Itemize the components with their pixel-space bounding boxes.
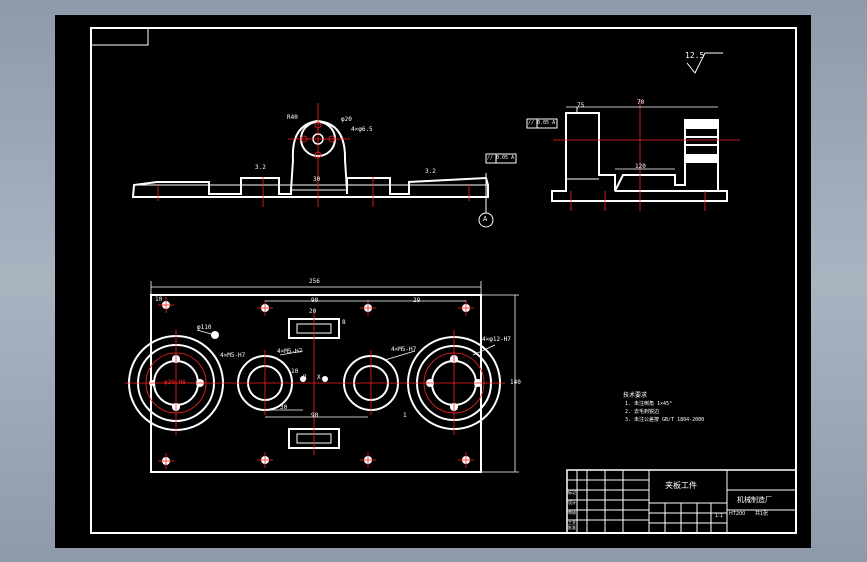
notes-heading: 技术要求 xyxy=(623,392,648,399)
tolerance-front: // 0.05 A xyxy=(487,155,515,161)
title-sheet: 共1张 xyxy=(755,511,769,517)
dim-slope-left: 3.2 xyxy=(255,164,266,171)
dim-center: 30 xyxy=(313,176,321,183)
title-row-3: 工艺 xyxy=(568,520,576,525)
title-part-name: 夹板工件 xyxy=(665,481,697,490)
plan-slot-1: 20 xyxy=(309,308,317,315)
title-row-4: 批准 xyxy=(568,525,576,530)
title-block xyxy=(566,469,797,534)
side-top: 75 xyxy=(577,102,585,109)
dim-top-radius: R40 xyxy=(287,114,298,121)
dim-slope-right: 3.2 xyxy=(425,168,436,175)
datum-label: A xyxy=(483,215,488,223)
notes-line-3: 3. 未注公差按 GB/T 1804-2000 xyxy=(625,417,705,423)
tolerance-frame-side xyxy=(526,118,558,129)
front-view xyxy=(131,119,489,198)
plan-dim-x: X xyxy=(317,374,321,381)
title-material: HT200 xyxy=(729,511,746,517)
corner-box xyxy=(90,27,149,46)
roughness-symbol xyxy=(686,52,723,74)
plan-dim-10: 10 xyxy=(291,368,299,375)
plan-dim-r: R xyxy=(303,374,307,381)
plan-small-bore-2: 4×M5-H7 xyxy=(391,346,417,353)
title-row-1: 设计 xyxy=(568,500,576,505)
plan-overall-length: 256 xyxy=(309,278,320,285)
title-row-2: 审核 xyxy=(568,510,576,515)
notes-line-1: 1. 未注倒角 1×45° xyxy=(625,401,673,407)
roughness-value: 12.5 xyxy=(685,51,705,60)
drawing-sheet xyxy=(90,27,797,534)
plan-bolt-spacing-2: 29 xyxy=(413,297,421,304)
plan-slot-2: 8 xyxy=(342,319,346,326)
plan-large-bore: φ110 xyxy=(197,324,212,331)
dim-hole-dia: φ20 xyxy=(341,116,352,123)
plan-right-bolts: 4×φ12-H7 xyxy=(482,336,511,343)
plan-height: 140 xyxy=(510,379,521,386)
title-unit-name: 机械制造厂 xyxy=(737,496,772,504)
plan-dim-30: 30 xyxy=(280,404,288,411)
side-view xyxy=(551,107,728,202)
dim-bolt-holes: 4×φ6.5 xyxy=(351,126,373,133)
plan-corner: 10 xyxy=(155,296,163,303)
notes-line-2: 2. 去毛刺锐边 xyxy=(625,409,660,415)
title-scale: 1:1 xyxy=(715,513,724,519)
plan-bolt-spacing-1: 90 xyxy=(311,297,319,304)
plan-left-bore: φ30 H8 xyxy=(164,379,186,386)
plan-dim-90: 90 xyxy=(311,412,319,419)
side-base: 120 xyxy=(635,163,646,170)
tolerance-frame-front xyxy=(485,153,517,164)
drawing-border xyxy=(90,27,797,534)
plan-left-bolts: 4×M5-H7 xyxy=(220,352,246,359)
tolerance-side: // 0.05 A xyxy=(528,120,556,126)
datum-a-symbol xyxy=(478,212,494,228)
drawing-viewport[interactable]: 12.5 A // 0.05 A // 0.05 A R40 φ20 4×φ6.… xyxy=(55,15,811,548)
side-width: 70 xyxy=(637,99,645,106)
plan-small-bore-1: 4×M5-H7 xyxy=(277,348,303,355)
title-row-0: 标记 xyxy=(568,490,576,495)
plan-dim-1: 1 xyxy=(403,412,407,419)
